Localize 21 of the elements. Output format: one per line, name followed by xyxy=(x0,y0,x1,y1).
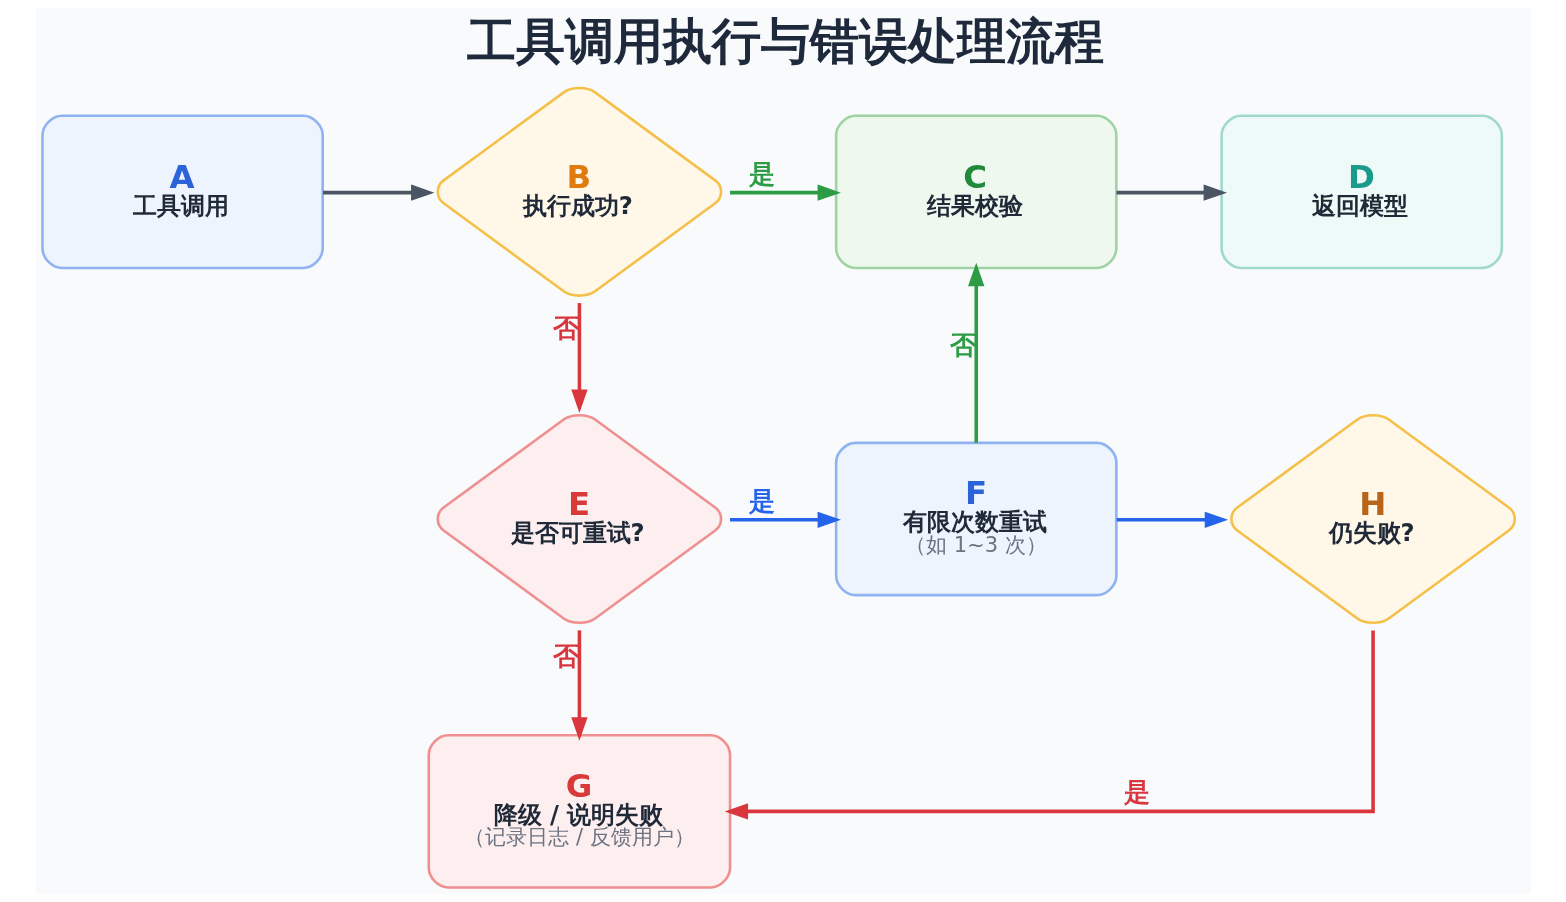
diagram-title: 工具调用执行与错误处理流程 xyxy=(466,13,1104,70)
edge-label: 否 xyxy=(553,640,579,671)
node-box: D 返回模型 xyxy=(1219,114,1503,270)
edge-label: 否 xyxy=(949,329,976,360)
arrow xyxy=(1116,511,1228,528)
arrow xyxy=(570,630,588,741)
arrow xyxy=(729,184,841,201)
node-box: A 工具调用 xyxy=(40,114,324,270)
arrow xyxy=(967,262,984,443)
arrow xyxy=(729,511,841,528)
arrow xyxy=(1116,184,1227,201)
arrow xyxy=(570,303,588,413)
arrow xyxy=(322,184,434,201)
edge-label: 是 xyxy=(1123,777,1150,808)
edge-label: 否 xyxy=(553,313,579,344)
arrow xyxy=(724,630,1375,820)
edge-label: 是 xyxy=(748,158,775,189)
edge-label: 是 xyxy=(748,485,775,516)
node-box: F 有限次数重试 （如 1~3 次） xyxy=(834,441,1118,597)
node-box: G 降级 / 说明失败 （记录日志 / 反馈用户） xyxy=(427,733,731,889)
node-box: C 结果校验 xyxy=(834,114,1118,270)
